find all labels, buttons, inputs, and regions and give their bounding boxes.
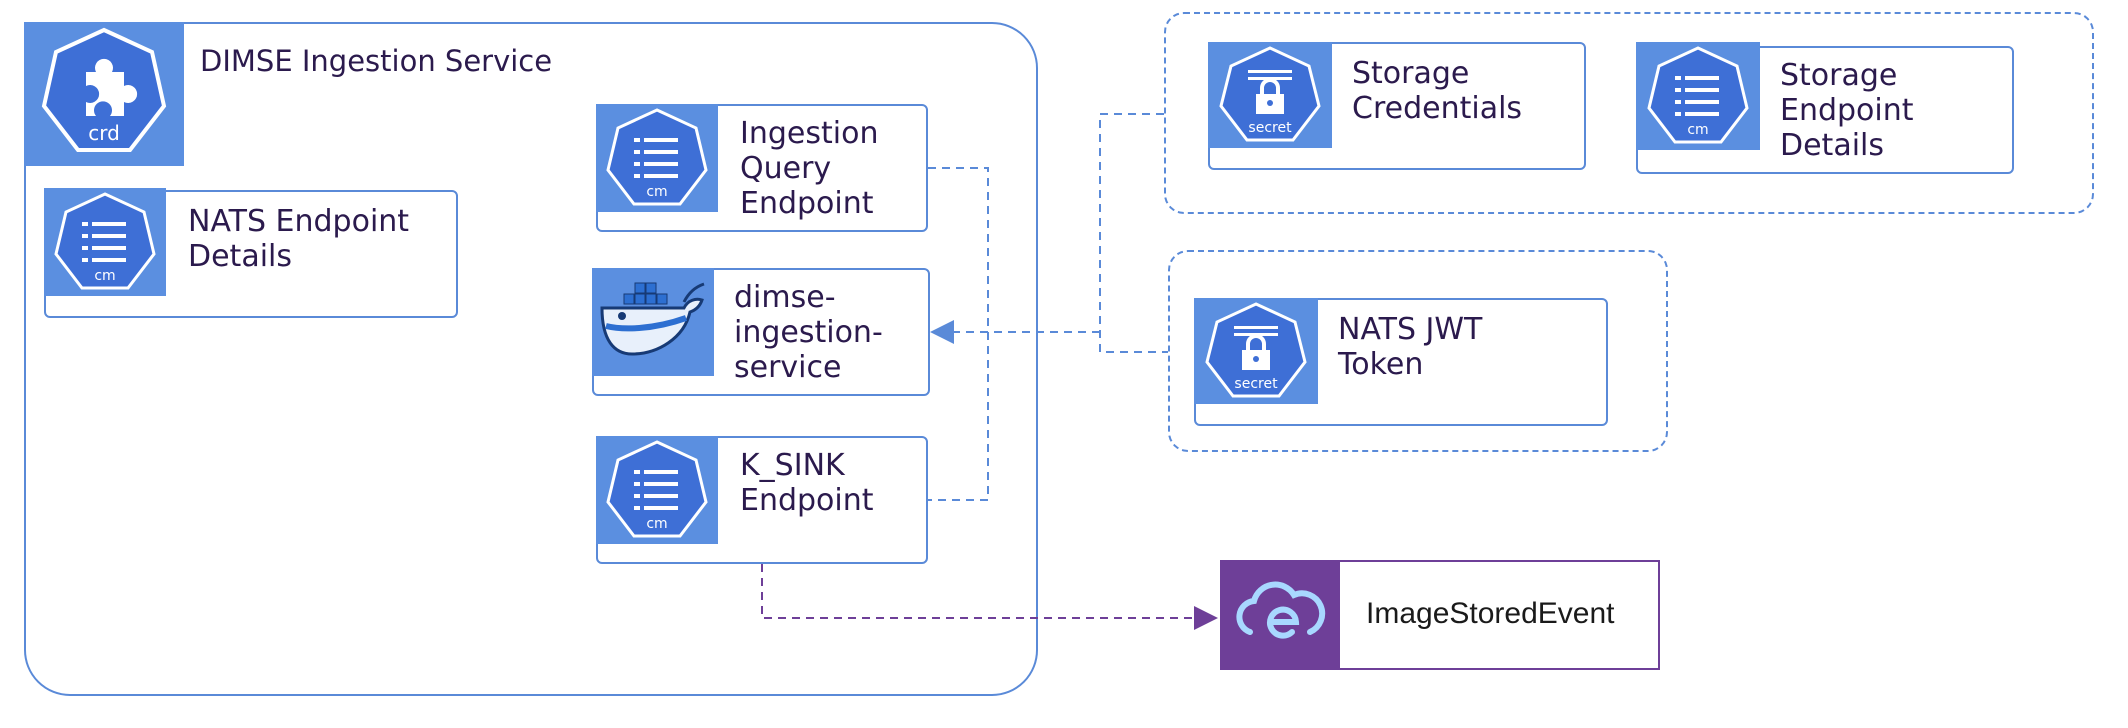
storage-endpoint-label: Storage Endpoint Details [1780, 58, 1914, 163]
nats-jwt-group [1168, 250, 1668, 452]
service-boundary [24, 22, 1038, 696]
docker-whale-icon [592, 268, 714, 376]
crd-tile: crd [24, 22, 184, 166]
configmap-badge: cm [646, 184, 667, 200]
storage-group [1164, 12, 2094, 214]
secret-badge: secret [1248, 120, 1292, 136]
configmap-badge: cm [1687, 122, 1708, 138]
secret-lock-icon: secret [1208, 42, 1332, 148]
storage-credentials-label: Storage Credentials [1352, 56, 1523, 126]
cloud-event-icon [1220, 560, 1340, 670]
event-emit-arrow [761, 564, 1218, 630]
secret-badge: secret [1234, 376, 1278, 392]
nats-endpoint-label: NATS Endpoint Details [188, 204, 410, 274]
configmap-icon: cm [596, 104, 718, 212]
configmap-icon: cm [596, 436, 718, 544]
ingestion-query-label: Ingestion Query Endpoint [740, 116, 879, 221]
service-title: DIMSE Ingestion Service [200, 44, 553, 78]
image-stored-event-label: ImageStoredEvent [1366, 597, 1615, 630]
configmap-bracket-connector [928, 167, 989, 501]
configmap-icon: cm [1636, 42, 1760, 150]
secrets-bracket-connector [1099, 113, 1168, 353]
crd-puzzle-icon: crd [41, 27, 167, 152]
crd-badge: crd [88, 121, 120, 145]
configmap-badge: cm [646, 516, 667, 532]
k-sink-label: K_SINK Endpoint [740, 448, 874, 518]
dimse-container-label: dimse- ingestion- service [734, 280, 883, 385]
nats-jwt-label: NATS JWT Token [1338, 312, 1483, 382]
configmap-badge: cm [94, 268, 115, 284]
secret-lock-icon: secret [1194, 298, 1318, 404]
configmap-icon: cm [44, 188, 166, 296]
